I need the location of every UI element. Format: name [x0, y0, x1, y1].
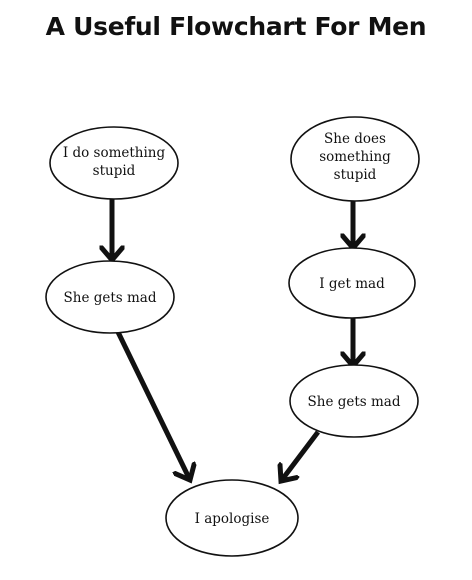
node-left-start-line-2: stupid: [93, 163, 136, 179]
arrow-right-low-to-end: [281, 430, 320, 481]
node-right-start: She does something stupid: [290, 116, 420, 202]
node-left-start-line-1: I do something: [63, 145, 166, 161]
node-right-start-line-1: She does: [324, 131, 386, 147]
node-right-start-line-2: something: [319, 149, 391, 165]
node-left-mid: She gets mad: [45, 260, 175, 334]
node-left-mid-label: She gets mad: [64, 290, 157, 306]
svg-text:I do something: I do something: [63, 145, 166, 161]
node-end: I apologise: [165, 479, 299, 557]
svg-text:stupid: stupid: [93, 163, 136, 179]
node-right-low-label: She gets mad: [308, 394, 401, 410]
flowchart-title: A Useful Flowchart For Men: [45, 12, 427, 41]
arrow-left-mid-to-end: [115, 330, 190, 480]
node-right-low: She gets mad: [289, 364, 419, 438]
node-end-label: I apologise: [195, 511, 270, 527]
node-right-start-line-3: stupid: [334, 167, 377, 183]
node-right-mid-label: I get mad: [319, 276, 385, 292]
node-left-start: I do something stupid: [49, 126, 179, 200]
node-right-mid: I get mad: [288, 247, 416, 319]
